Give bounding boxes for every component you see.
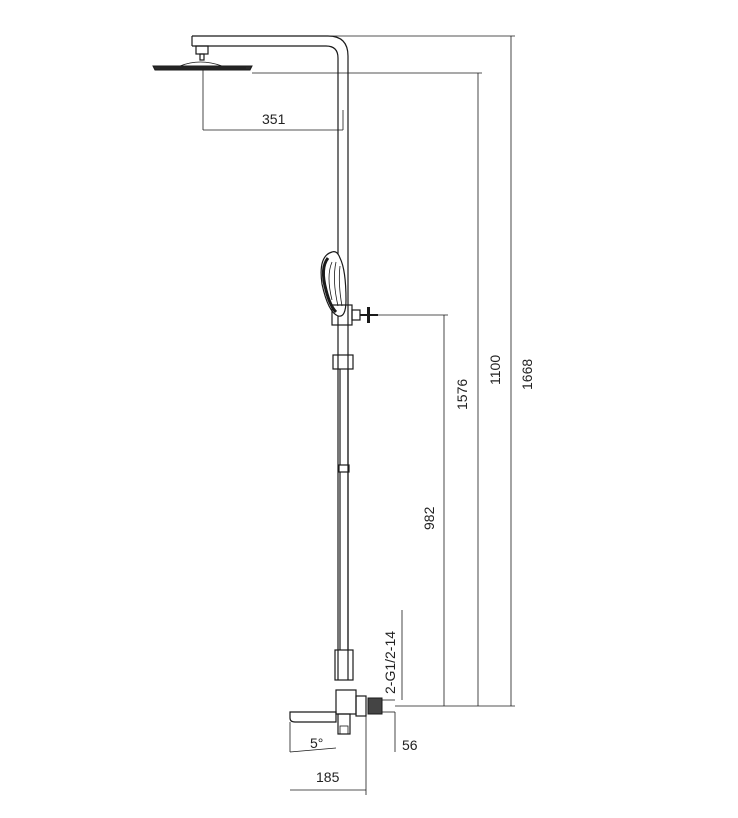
- dim-spout-length: 185: [316, 769, 340, 785]
- dim-inlet-offset: 56: [402, 737, 418, 753]
- dim-inlet-spec: 2-G1/2-14: [382, 631, 398, 694]
- rain-shower-head: [152, 61, 253, 90]
- slide-bar: [332, 354, 354, 681]
- dim-height-total: 1668: [519, 359, 535, 390]
- hand-shower: [320, 251, 347, 317]
- dimension-lines: [192, 35, 515, 795]
- dim-height-mid: 1576: [454, 379, 470, 410]
- dim-height-head: 1100: [487, 355, 503, 385]
- head-connector: [195, 45, 209, 55]
- bath-spout: [289, 711, 337, 752]
- dim-head-reach: 351: [262, 111, 286, 127]
- dim-spout-angle: 5°: [310, 735, 323, 751]
- dim-height-bracket: 982: [421, 506, 437, 530]
- top-arm: [192, 35, 349, 680]
- mixer-body: [335, 689, 395, 735]
- shower-column: [191, 35, 349, 680]
